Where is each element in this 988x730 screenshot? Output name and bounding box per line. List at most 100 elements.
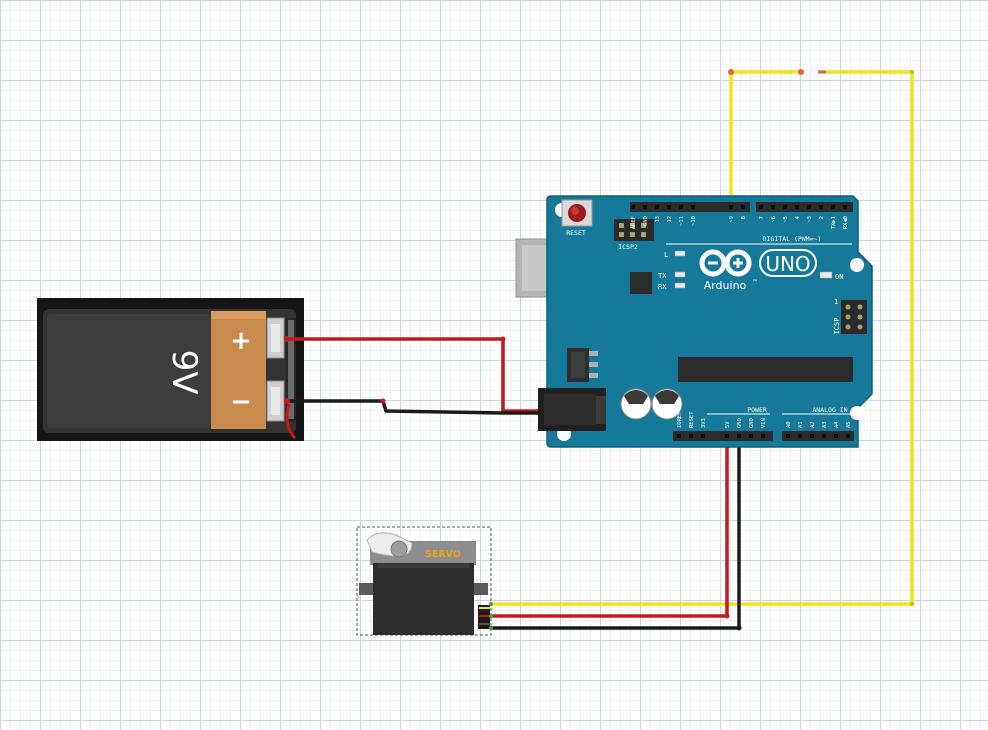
led-l-label: L xyxy=(664,251,668,259)
pin-label: ~6 xyxy=(771,216,777,223)
battery-plus-label: + xyxy=(230,326,252,356)
arduino-tm: ™ xyxy=(752,279,758,286)
pin-label: 7 xyxy=(759,216,765,219)
pin-hole[interactable] xyxy=(819,205,823,209)
power-pin-labels: IOREF RESET 3V3 5V GND GND VIN xyxy=(677,411,767,428)
digital-label: DIGITAL (PWM=~) xyxy=(763,235,822,243)
pin-hole[interactable] xyxy=(834,434,838,438)
pin-hole[interactable] xyxy=(631,205,635,209)
pin-label: RESET xyxy=(689,411,695,428)
wire-signal-yellow-b[interactable] xyxy=(491,70,914,606)
uno-label: UNO xyxy=(765,252,810,276)
pin-label: VIN xyxy=(761,418,767,428)
power-label: POWER xyxy=(747,406,767,414)
servo-body xyxy=(373,563,474,635)
battery-9v[interactable]: 9V + − xyxy=(37,298,304,441)
wire-servo-5v[interactable] xyxy=(491,432,729,618)
analog-header[interactable] xyxy=(782,431,854,441)
led-rx-label: RX xyxy=(658,283,667,291)
pin-label: 13 xyxy=(655,216,661,223)
arduino-brand: Arduino xyxy=(704,279,747,292)
pin-hole[interactable] xyxy=(691,205,695,209)
pin-hole[interactable] xyxy=(786,434,790,438)
wire-signal-yellow-a[interactable] xyxy=(729,70,801,207)
pin-hole[interactable] xyxy=(761,434,765,438)
pin-label: ~9 xyxy=(729,216,735,223)
pin-label: A2 xyxy=(810,421,816,428)
pin-hole[interactable] xyxy=(677,434,681,438)
pin-hole[interactable] xyxy=(749,434,753,438)
reset-button[interactable] xyxy=(561,199,593,227)
barrel-jack[interactable] xyxy=(538,388,606,431)
pin-hole[interactable] xyxy=(798,434,802,438)
pin-label: ~5 xyxy=(783,216,789,223)
pin-hole[interactable] xyxy=(701,434,705,438)
pin-label: A0 xyxy=(786,421,792,428)
pin-hole[interactable] xyxy=(655,205,659,209)
servo-selection-box xyxy=(356,526,492,636)
pin-hole[interactable] xyxy=(846,434,850,438)
chip-small xyxy=(630,272,652,294)
pin-label: 5V xyxy=(725,421,731,428)
wire-servo-gnd[interactable] xyxy=(491,432,741,630)
pin-label: ~3 xyxy=(807,216,813,223)
pin-hole[interactable] xyxy=(831,205,835,209)
led-l xyxy=(674,250,686,257)
pin-label: GND xyxy=(737,418,743,428)
digital-pin-holes xyxy=(631,205,847,209)
pin-hole[interactable] xyxy=(729,205,733,209)
servo-motor[interactable]: SERVO xyxy=(356,526,493,636)
pin-label: 2 xyxy=(819,216,825,219)
pin-hole[interactable] xyxy=(679,205,683,209)
pin-hole[interactable] xyxy=(783,205,787,209)
servo-horn xyxy=(366,532,413,558)
atmega-chip xyxy=(678,357,853,382)
arduino-pcb xyxy=(546,195,873,448)
led-tx-label: TX xyxy=(658,272,667,280)
pin-label: TX▶1 xyxy=(831,216,837,229)
icsp-label: ICSP xyxy=(833,318,841,335)
pin-label: A1 xyxy=(798,421,804,428)
pin-label: 3V3 xyxy=(701,418,707,428)
pin-hole[interactable] xyxy=(759,205,763,209)
pin-label: ~10 xyxy=(691,216,697,226)
led-rx xyxy=(674,282,686,289)
pin-hole[interactable] xyxy=(822,434,826,438)
pin-label: ~11 xyxy=(679,216,685,226)
pin-label: 4 xyxy=(795,215,801,219)
pin-label: RX◀0 xyxy=(843,216,849,229)
pin-hole[interactable] xyxy=(807,205,811,209)
pin-hole[interactable] xyxy=(741,205,745,209)
led-on xyxy=(819,271,833,279)
servo-label: SERVO xyxy=(425,549,461,560)
pin-hole[interactable] xyxy=(771,205,775,209)
pin-hole[interactable] xyxy=(843,205,847,209)
analog-pin-holes xyxy=(786,434,850,438)
power-header[interactable] xyxy=(673,431,773,441)
pin-label: GND xyxy=(749,418,755,428)
pin-hole[interactable] xyxy=(643,205,647,209)
pin-hole[interactable] xyxy=(737,434,741,438)
pin-hole[interactable] xyxy=(689,434,693,438)
pin-hole[interactable] xyxy=(795,205,799,209)
pin-hole[interactable] xyxy=(667,205,671,209)
pin-hole[interactable] xyxy=(725,434,729,438)
pin-hole[interactable] xyxy=(810,434,814,438)
wire-battery-negative[interactable] xyxy=(287,399,542,415)
arduino-uno-board[interactable]: RESET ICSP2 AREF GND 13 1 2 ~11 ~10 ~9 8 7 ~6 ~5 4 ~3… xyxy=(515,195,873,448)
battery-copper-cap xyxy=(211,311,266,429)
icsp2-label: ICSP2 xyxy=(618,243,638,251)
led-on-label: ON xyxy=(835,273,843,281)
power-pin-holes xyxy=(677,434,765,438)
pin-label: IOREF xyxy=(677,411,683,428)
pin-label: GND xyxy=(643,216,649,226)
pin-label: 8 xyxy=(741,216,747,219)
battery-minus-label: − xyxy=(230,387,252,417)
pin-label: A3 xyxy=(822,421,828,428)
pin-label: AREF xyxy=(631,216,637,229)
digital-header[interactable] xyxy=(630,202,853,212)
icsp-pin1-label: 1 xyxy=(834,298,838,306)
